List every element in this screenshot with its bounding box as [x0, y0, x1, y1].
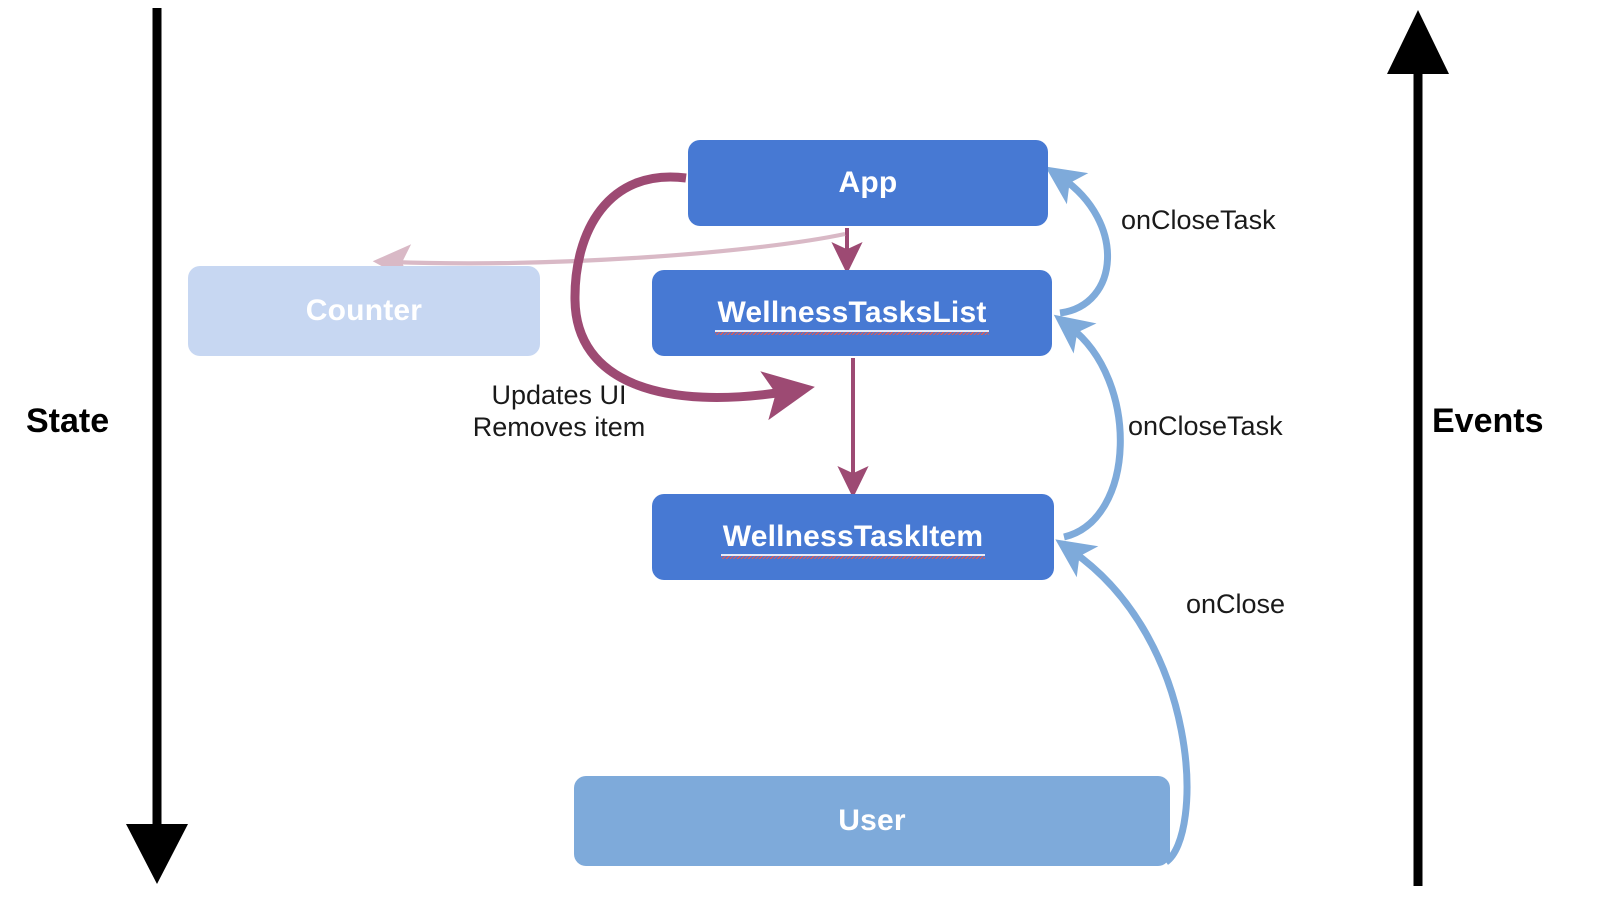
edge-label-updates-ui: Updates UI Removes item [454, 380, 664, 444]
node-wellness-tasks-list-label: WellnessTasksList [715, 296, 989, 335]
node-counter-label: Counter [305, 294, 423, 328]
node-app[interactable]: App [688, 140, 1048, 226]
node-user-label: User [838, 804, 906, 838]
edge-list-to-app [1045, 166, 1111, 317]
state-axis-arrow [126, 8, 188, 884]
edge-label-onclosetask-lower: onCloseTask [1128, 411, 1283, 441]
node-counter[interactable]: Counter [188, 266, 540, 356]
state-axis-label: State [26, 402, 110, 440]
edge-label-onclose: onClose [1186, 589, 1286, 619]
edge-item-to-list [1053, 314, 1124, 541]
edge-app-to-counter [372, 231, 846, 282]
node-user[interactable]: User [574, 776, 1170, 866]
edge-label-onclosetask-upper: onCloseTask [1121, 205, 1276, 235]
events-axis-label: Events [1432, 402, 1544, 440]
events-axis-arrow [1387, 10, 1449, 886]
node-wellness-task-item-label: WellnessTaskItem [720, 520, 985, 559]
edge-label-updates-ui-line1: Updates UI [491, 380, 627, 410]
node-wellness-task-item[interactable]: WellnessTaskItem [652, 494, 1054, 580]
edge-label-updates-ui-line2: Removes item [472, 411, 646, 442]
node-app-label: App [838, 166, 898, 200]
node-wellness-tasks-list[interactable]: WellnessTasksList [652, 270, 1052, 356]
